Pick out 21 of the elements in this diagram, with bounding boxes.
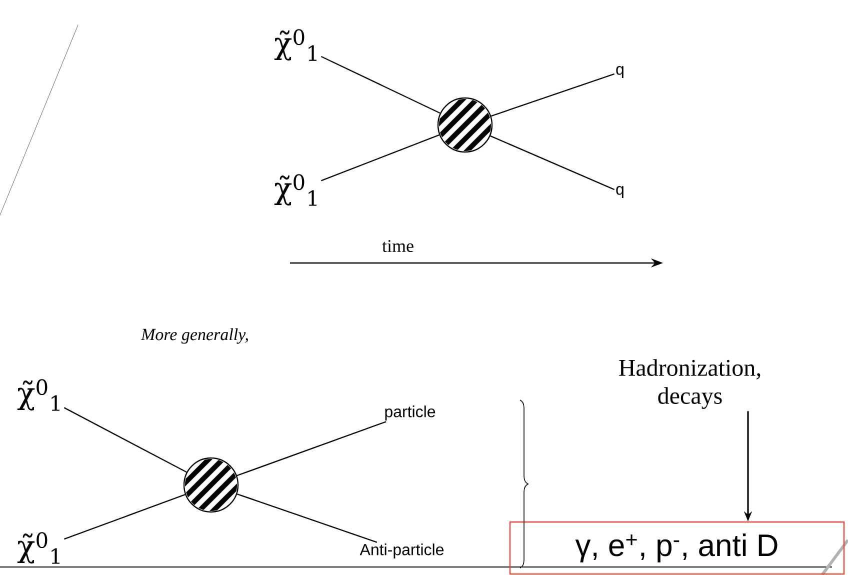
hatched-blob <box>437 97 493 153</box>
particle-line <box>64 494 186 540</box>
note-text: More generally, <box>140 328 248 344</box>
particle-label: q <box>616 66 624 78</box>
particle-line <box>490 135 615 190</box>
hatched-blob <box>183 457 239 513</box>
particle-symbol: χ̃$^{0}$1 <box>17 532 60 564</box>
particle-line <box>490 73 615 117</box>
particle-line <box>236 493 378 543</box>
particle-symbol: χ̃$^{0}$1 <box>274 29 316 61</box>
particle-line <box>320 56 440 114</box>
particle-label: particle <box>385 406 436 420</box>
particle-symbol: χ̃$^{0}$1 <box>274 174 316 206</box>
particle-symbol: χ̃$^{0}$1 <box>17 379 60 411</box>
particle-label: q <box>616 186 624 198</box>
particle-line <box>320 134 440 182</box>
axis-label: time <box>382 240 414 252</box>
particle-line <box>236 421 386 476</box>
process-note: Hadronization, decays <box>619 359 760 409</box>
particle-line <box>64 407 187 473</box>
particle-label: Anti-particle <box>360 544 444 558</box>
